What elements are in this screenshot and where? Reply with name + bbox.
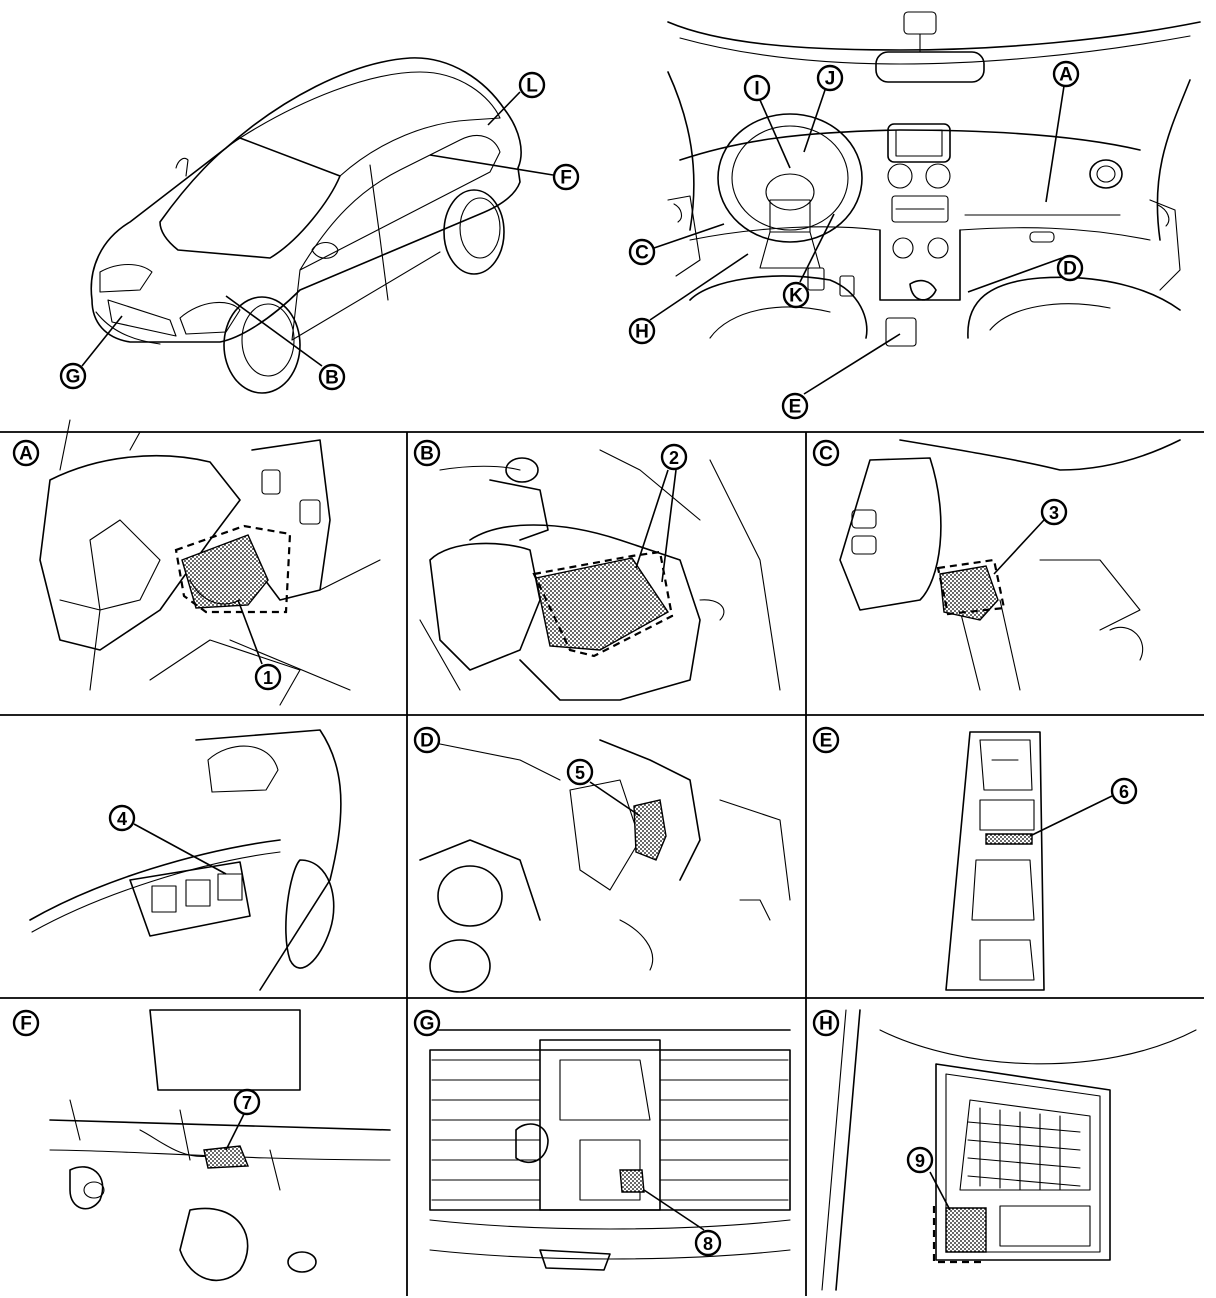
- panel-F: 7 F: [12, 1009, 391, 1282]
- callout-F: F: [552, 163, 580, 191]
- panel-id-H: H: [812, 1009, 840, 1037]
- svg-text:5: 5: [575, 763, 585, 783]
- panel-G: 8 G: [413, 1009, 791, 1271]
- svg-text:J: J: [825, 69, 836, 90]
- panel-id-D: D: [413, 726, 441, 754]
- callout-part-6: 6: [1110, 777, 1138, 805]
- callout-K: K: [782, 281, 810, 309]
- callout-B: B: [318, 363, 346, 391]
- panel-grid: [0, 431, 1204, 1296]
- callout-part-8: 8: [694, 1229, 722, 1257]
- callout-part-4: 4: [108, 804, 136, 832]
- svg-text:L: L: [526, 76, 538, 97]
- panel-id-E: E: [812, 726, 840, 754]
- svg-text:C: C: [819, 444, 833, 465]
- callout-part-5: 5: [566, 758, 594, 786]
- svg-text:F: F: [560, 168, 572, 189]
- svg-text:A: A: [19, 444, 33, 465]
- svg-text:K: K: [789, 286, 803, 307]
- svg-text:9: 9: [915, 1151, 925, 1171]
- svg-text:4: 4: [117, 809, 127, 829]
- panel-id-A: A: [12, 439, 40, 467]
- panel-A: 1 A: [12, 419, 381, 706]
- svg-text:8: 8: [703, 1234, 713, 1254]
- panel-D: 5 D: [413, 726, 791, 993]
- panel-C: 3 C: [812, 439, 1181, 691]
- svg-text:G: G: [420, 1014, 435, 1035]
- callout-part-1: 1: [254, 663, 282, 691]
- svg-text:E: E: [789, 397, 802, 418]
- callout-C: C: [628, 238, 656, 266]
- svg-text:H: H: [635, 322, 649, 343]
- svg-text:3: 3: [1049, 503, 1059, 523]
- panel-door-switch: 4: [29, 729, 342, 991]
- svg-text:F: F: [20, 1014, 32, 1035]
- callout-H: H: [628, 317, 656, 345]
- svg-text:H: H: [819, 1014, 833, 1035]
- svg-text:B: B: [420, 444, 434, 465]
- svg-text:6: 6: [1119, 782, 1129, 802]
- callout-part-7: 7: [233, 1088, 261, 1116]
- svg-text:E: E: [820, 731, 833, 752]
- vehicle-exterior-callouts: L F G B: [59, 71, 580, 391]
- callout-I: I: [743, 74, 771, 102]
- panel-H: 9 H: [812, 1009, 1197, 1291]
- callout-J: J: [816, 64, 844, 92]
- svg-text:I: I: [754, 79, 759, 100]
- callout-D: D: [1056, 254, 1084, 282]
- svg-text:B: B: [325, 368, 339, 389]
- panel-E: 6 E: [812, 726, 1138, 991]
- svg-text:G: G: [66, 367, 81, 388]
- callout-A: A: [1052, 60, 1080, 88]
- vehicle-exterior-drawing: [90, 57, 522, 394]
- callout-part-3: 3: [1040, 498, 1068, 526]
- panel-id-G: G: [413, 1009, 441, 1037]
- vehicle-interior-drawing: [667, 11, 1201, 347]
- panel-id-F: F: [12, 1009, 40, 1037]
- callout-G: G: [59, 362, 87, 390]
- panel-id-B: B: [413, 439, 441, 467]
- svg-text:1: 1: [263, 668, 273, 688]
- vehicle-interior-callouts: I J A C H K D E: [628, 60, 1084, 420]
- callout-E: E: [781, 392, 809, 420]
- svg-text:A: A: [1059, 65, 1073, 86]
- svg-text:C: C: [635, 243, 649, 264]
- panel-id-C: C: [812, 439, 840, 467]
- callout-L: L: [518, 71, 546, 99]
- svg-text:7: 7: [242, 1093, 252, 1113]
- svg-text:D: D: [1063, 259, 1077, 280]
- panel-B: 2 B: [413, 439, 781, 701]
- svg-text:2: 2: [669, 448, 679, 468]
- callout-part-9: 9: [906, 1146, 934, 1174]
- svg-text:D: D: [420, 731, 434, 752]
- callout-part-2: 2: [660, 443, 688, 471]
